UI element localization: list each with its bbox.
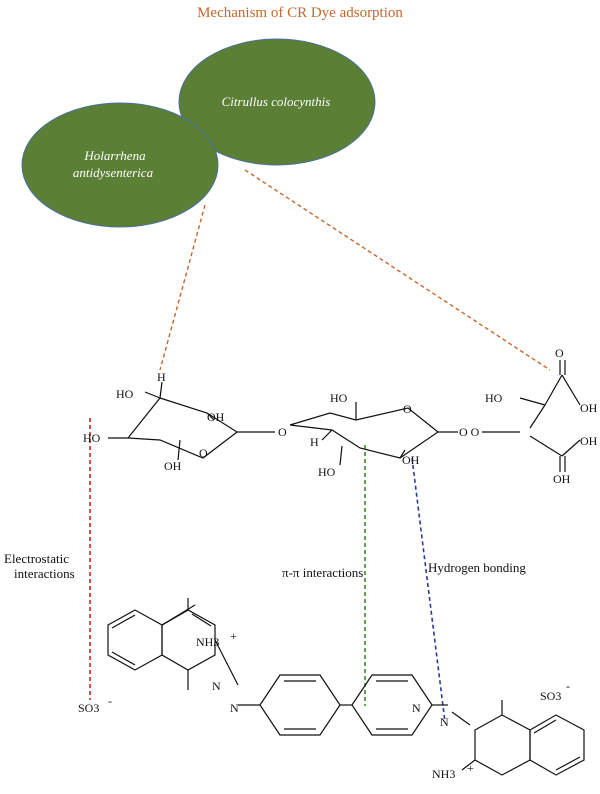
holarrhena-label-line2: antidysenterica: [73, 165, 154, 180]
holarrhena-label-line1: Holarrhena: [83, 148, 146, 163]
holarrhena-blob: [21, 102, 219, 228]
atom-o-carbonyl-top: O: [555, 346, 564, 360]
atom-plus-right: +: [467, 761, 474, 775]
atom-nh3-right: NH3: [432, 767, 455, 781]
citrullus-label: Citrullus colocynthis: [222, 94, 331, 109]
atom-nh3-left: NH3: [196, 635, 219, 649]
atom-n2-left: N: [230, 701, 239, 715]
orange-dashed-link-right: [244, 169, 551, 371]
atom-ho-left: HO: [83, 431, 101, 445]
atom-oh-tail-top: OH: [580, 401, 598, 415]
atom-h-ring2: H: [310, 435, 319, 449]
hydrogen-bond-dashed-line: [411, 457, 446, 723]
congo-red-structure: [107, 598, 585, 776]
atom-plus-left: +: [230, 629, 237, 643]
biosorbent-group: Citrullus colocynthis Holarrhena antidys…: [21, 38, 376, 228]
citrullus-blob: [178, 38, 376, 166]
atom-o-ring1: O: [199, 446, 208, 460]
pi-pi-label: π-π interactions: [282, 565, 363, 580]
atom-minus-left: -: [108, 694, 112, 708]
electrostatic-label-line1: Electrostatic: [4, 551, 69, 566]
atom-oh-upper: OH: [207, 410, 225, 424]
atom-ho-ring2-top: HO: [330, 391, 348, 405]
atom-n1-left: N: [212, 679, 221, 693]
atom-n1-right: N: [412, 701, 421, 715]
atom-oh-lower-left: OH: [164, 459, 182, 473]
atom-oh-tail-end: OH: [553, 472, 571, 486]
atom-ho-top-left: HO: [116, 387, 134, 401]
hydrogen-bonding-label: Hydrogen bonding: [428, 560, 526, 575]
atom-o-ring2: O: [403, 402, 412, 416]
atom-o-bridge: O: [278, 425, 287, 439]
atom-minus-right: -: [566, 679, 570, 693]
atom-h-top: H: [157, 370, 166, 384]
electrostatic-label-line2: interactions: [14, 566, 75, 581]
atom-ho-tail: HO: [485, 391, 503, 405]
atom-so3-left: SO3: [78, 701, 99, 715]
atom-oh-tail-bottom: OH: [580, 434, 598, 448]
atom-oh-ring2: OH: [402, 453, 420, 467]
atom-ho-ring2-bottom: HO: [318, 465, 336, 479]
atom-so3-right: SO3: [540, 689, 561, 703]
cellulose-structure: [108, 360, 581, 472]
orange-dashed-link-left: [159, 204, 206, 371]
atom-oo-peroxide: O O: [459, 425, 480, 439]
diagram-title: Mechanism of CR Dye adsorption: [197, 5, 403, 21]
atom-n2-right: N: [440, 715, 449, 729]
